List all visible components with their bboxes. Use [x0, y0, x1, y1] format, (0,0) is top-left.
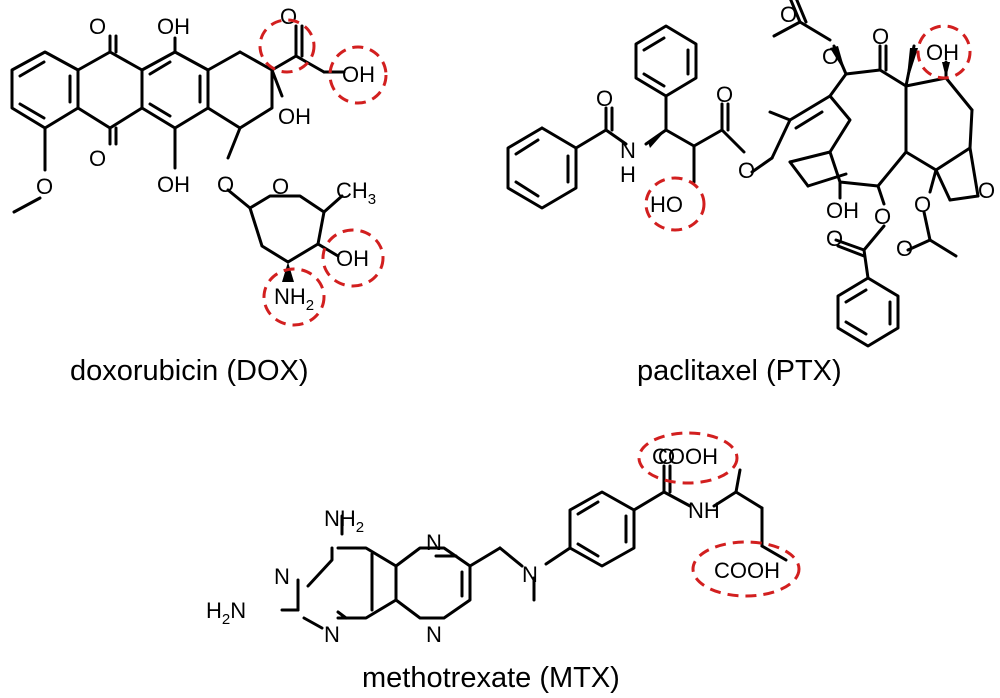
dox-bonds	[10, 24, 346, 264]
ptx-oxetane-o: O	[978, 178, 995, 203]
ptx-side-chain-ho: HO	[650, 192, 683, 217]
ptx-benzoate-carbonyl-o: O	[826, 226, 843, 251]
ptx-wedge-top-oac	[830, 46, 846, 74]
ptx-benzoate-o: O	[874, 204, 891, 229]
mtx-atom-labels: NH2 N N H2N N N N O NH COOH COOH	[206, 444, 780, 647]
dox-oh-top: OH	[157, 14, 190, 39]
ptx-nh-h: H	[620, 162, 636, 187]
ptx-wedge-nh	[648, 130, 666, 148]
mtx-n5: N	[426, 530, 442, 555]
mtx-alpha-cooh: COOH	[652, 444, 718, 469]
dox-highlight-amine	[262, 267, 326, 327]
doxorubicin-structure: O O OH OH O OH OH O O O CH3 OH NH2 doxor…	[10, 4, 388, 387]
ptx-highlight-side-chain-oh	[644, 176, 706, 232]
mtx-amide-nh: NH	[688, 498, 720, 523]
ptx-acetoxy-carbonyl-o: O	[896, 236, 913, 261]
dox-highlight-ketone	[258, 18, 316, 74]
dox-tertiary-oh: OH	[278, 104, 311, 129]
dox-highlight-sugar-oh	[321, 228, 385, 288]
ptx-wedge-methyl	[906, 48, 918, 86]
ptx-ketone-o: O	[872, 24, 889, 49]
mtx-gamma-cooh: COOH	[714, 558, 780, 583]
dox-oh-bottom: OH	[157, 172, 190, 197]
ptx-ester-o: O	[738, 158, 755, 183]
dox-methoxy-o: O	[36, 174, 53, 199]
dox-caption: doxorubicin (DOX)	[70, 355, 309, 387]
dox-glycoside-o: O	[217, 172, 234, 197]
dox-ketone-o: O	[280, 4, 297, 29]
dox-wedge-amine	[282, 262, 294, 282]
mtx-highlight-gamma-cooh	[691, 540, 801, 598]
mtx-bottom-amine: H2N	[206, 598, 246, 628]
mtx-caption: methotrexate (MTX)	[362, 662, 620, 694]
methotrexate-structure: NH2 N N H2N N N N O NH COOH COOH methotr…	[206, 431, 801, 694]
mtx-highlight-alpha-cooh	[637, 431, 739, 485]
mtx-n3: N	[324, 622, 340, 647]
ptx-acetoxy-o: O	[914, 192, 931, 217]
ptx-amide-o: O	[596, 86, 613, 111]
paclitaxel-structure: O N H O O HO O O O OH O OH O O O O pacli…	[506, 0, 995, 387]
ptx-highlight-ring-oh	[916, 24, 972, 80]
ptx-nh-n: N	[620, 138, 636, 163]
mtx-highlights	[637, 431, 801, 598]
dox-ring-o: O	[272, 174, 289, 199]
ptx-ester-carbonyl-o: O	[716, 82, 733, 107]
ptx-caption: paclitaxel (PTX)	[637, 355, 842, 387]
ptx-atom-labels: O N H O O HO O O O OH O OH O O O O	[596, 2, 995, 261]
ptx-acetyl-carbonyl-o: O	[780, 2, 797, 27]
ptx-highlights	[644, 24, 972, 232]
mtx-n8: N	[426, 622, 442, 647]
ptx-acetate-o: O	[822, 44, 839, 69]
mtx-n1: N	[274, 564, 290, 589]
dox-primary-oh: OH	[342, 62, 375, 87]
mtx-bonds	[280, 464, 788, 630]
dox-highlight-primary-oh	[328, 45, 388, 105]
mtx-n-methyl: N	[522, 562, 538, 587]
dox-amine-label: NH2	[274, 284, 314, 314]
dox-o-top: O	[89, 14, 106, 39]
ptx-tertiary-oh: OH	[826, 198, 859, 223]
ptx-ring-oh: OH	[926, 40, 959, 65]
dox-atom-labels: O O OH OH O OH OH O O O CH3 OH NH2	[36, 4, 376, 314]
dox-sugar-oh: OH	[336, 246, 369, 271]
dox-o-bottom: O	[89, 146, 106, 171]
ptx-wedge-oh	[942, 62, 950, 78]
dox-methyl-label: CH3	[336, 178, 376, 208]
mtx-top-amine: NH2	[324, 506, 364, 536]
dox-highlights	[258, 18, 388, 327]
mtx-amide-o: O	[658, 444, 675, 469]
